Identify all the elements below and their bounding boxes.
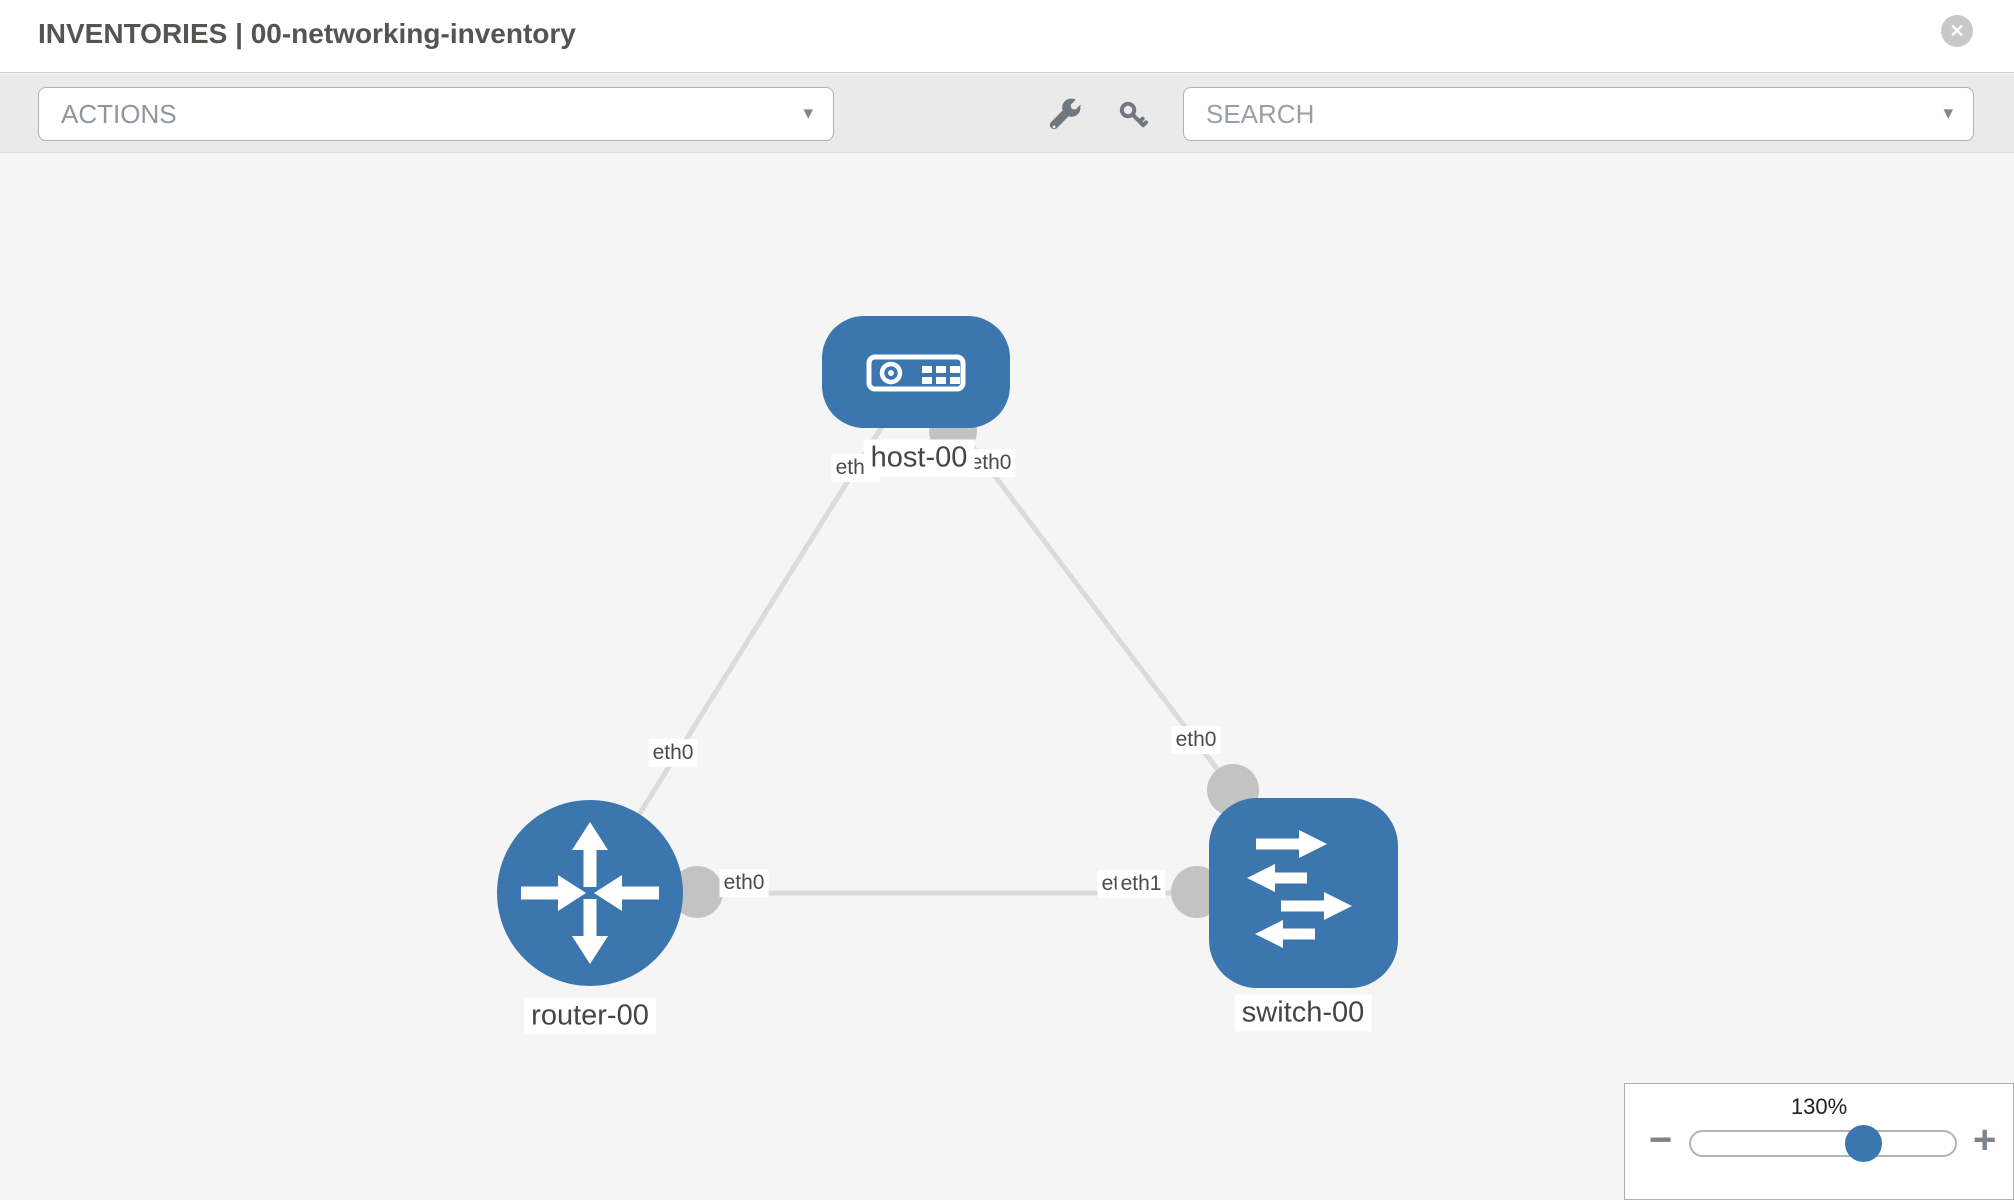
zoom-slider[interactable] (1689, 1130, 1957, 1157)
interface-label: eth0 (648, 739, 698, 767)
host-icon (866, 354, 966, 392)
node-router-00[interactable] (497, 800, 683, 986)
wrench-icon[interactable] (1049, 98, 1083, 132)
zoom-level: 130% (1790, 1094, 1848, 1119)
interface-label: eth0 (1171, 726, 1221, 754)
actions-dropdown[interactable]: ACTIONS ▾ (38, 87, 834, 141)
port-router-eth0[interactable] (671, 866, 723, 918)
interface-label: eth0 (719, 869, 769, 897)
node-label-host-00: host-00 (863, 439, 975, 477)
zoom-slider-handle[interactable] (1845, 1125, 1882, 1162)
router-icon (521, 822, 659, 964)
toolbar: ACTIONS ▾ SEARCH ▾ (0, 74, 2014, 153)
topology-svg (497, 316, 1398, 988)
close-button[interactable]: ✕ (1941, 15, 1973, 47)
node-label-switch-00: switch-00 (1234, 994, 1372, 1032)
zoom-panel: 130% − + (1624, 1083, 2014, 1200)
caret-down-icon: ▾ (803, 103, 813, 124)
zoom-in-button[interactable]: + (1973, 1118, 1997, 1162)
actions-dropdown-label: ACTIONS (61, 99, 177, 129)
caret-down-icon: ▾ (1943, 103, 1953, 124)
node-host-00[interactable] (822, 316, 1010, 428)
close-icon: ✕ (1949, 21, 1965, 41)
key-icon[interactable] (1116, 98, 1150, 132)
switch-icon (1247, 830, 1352, 948)
node-label-router-00: router-00 (524, 997, 656, 1035)
topology-canvas[interactable]: eth0 eth0 host-00 eth0 eth0 eth0 eth0 et… (0, 154, 2014, 1200)
header: INVENTORIES | 00-networking-inventory ✕ (0, 0, 2014, 73)
search-placeholder: SEARCH (1206, 99, 1315, 129)
interface-label: eth0 (966, 449, 1016, 477)
interface-label: eth1 (1116, 870, 1166, 898)
node-switch-00[interactable] (1209, 798, 1398, 988)
page-title: INVENTORIES | 00-networking-inventory (38, 18, 576, 49)
search-dropdown[interactable]: SEARCH ▾ (1183, 87, 1974, 141)
zoom-out-button[interactable]: − (1649, 1118, 1673, 1162)
